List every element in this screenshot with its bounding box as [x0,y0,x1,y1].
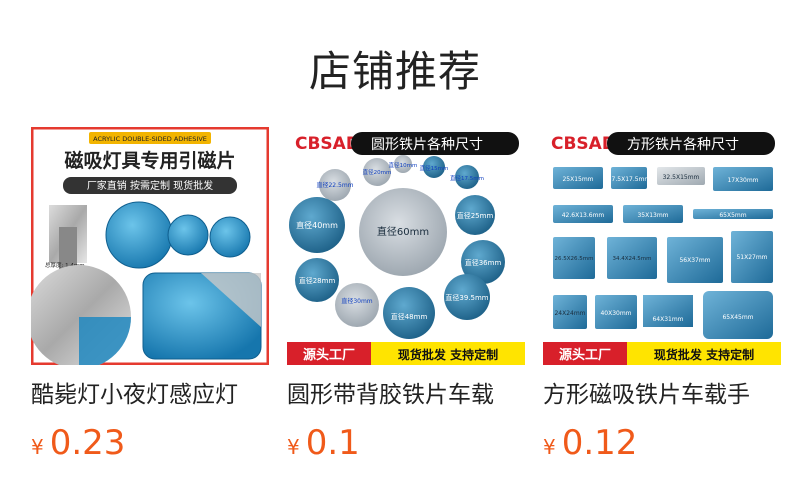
product-image[interactable]: CBSAD 方形铁片各种尺寸 25X15mm 17.5X17.5 [543,127,781,365]
footer-factory: 源头工厂 [303,347,355,363]
product-name[interactable]: 酷毙灯小夜灯感应灯 [31,382,238,408]
price-value: 0.12 [561,423,638,463]
size-label: 直径48mm [391,312,428,321]
image-headline: 圆形铁片各种尺寸 [371,137,483,153]
product-name[interactable]: 圆形带背胶铁片车载 [287,382,494,408]
product-card[interactable]: CBSAD 方形铁片各种尺寸 25X15mm 17.5X17.5 [543,127,781,463]
product-card[interactable]: CBSAD 圆形铁片各种尺寸 直径10mm 直径15mm 直径17.5mm [287,127,525,463]
size-label: 51X27mm [736,254,767,261]
footer-slogan: 现货批发 支持定制 [398,347,498,362]
size-label: 24X24mm [554,310,585,317]
footer-slogan: 现货批发 支持定制 [654,347,754,362]
image-headline: 磁吸灯具专用引磁片 [64,149,235,172]
size-label: 40X30mm [600,310,631,317]
image-subline: 厂家直销 按需定制 现货批发 [87,179,213,192]
size-label: 17.5X17.5mm [608,176,651,183]
currency-symbol: ¥ [543,435,556,459]
size-label: 26.5X26.5mm [555,256,594,262]
size-label: 25X15mm [562,176,593,183]
size-label: 直径60mm [377,225,429,238]
size-label: 直径39.5mm [445,293,488,302]
banner-text: ACRYLIC DOUBLE-SIDED ADHESIVE [93,135,207,143]
size-label: 直径22.5mm [316,181,353,189]
product-price: ¥0.23 [31,423,269,463]
size-label: 直径40mm [296,220,338,230]
size-label: 17X30mm [727,177,758,184]
product-price: ¥0.12 [543,423,781,463]
brand-logo: CBSAD [551,134,616,154]
size-label: 65X5mm [719,212,746,219]
price-value: 0.1 [305,423,360,463]
currency-symbol: ¥ [31,435,44,459]
size-label: 56X37mm [679,257,710,264]
product-price: ¥0.1 [287,423,525,463]
image-headline: 方形铁片各种尺寸 [627,137,739,153]
size-label: 直径28mm [299,276,336,285]
product-image[interactable]: CBSAD 圆形铁片各种尺寸 直径10mm 直径15mm 直径17.5mm [287,127,525,365]
price-value: 0.23 [49,423,126,463]
size-label: 32.5X15mm [663,174,700,181]
size-label: 64X31mm [652,316,683,323]
size-label: 直径15mm [420,164,449,172]
size-label: 直径17.5mm [450,174,484,182]
size-label: 42.6X13.6mm [562,212,605,219]
brand-logo: CBSAD [295,134,360,154]
product-name[interactable]: 方形磁吸铁片车载手 [543,382,750,408]
size-label: 65X45mm [722,314,753,321]
product-card[interactable]: ACRYLIC DOUBLE-SIDED ADHESIVE 磁吸灯具专用引磁片 … [31,127,269,463]
product-image[interactable]: ACRYLIC DOUBLE-SIDED ADHESIVE 磁吸灯具专用引磁片 … [31,127,269,365]
size-label: 直径20mm [363,168,392,176]
size-label: 直径10mm [389,161,418,169]
size-label: 直径36mm [465,258,502,267]
footer-factory: 源头工厂 [559,347,611,363]
size-label: 35X13mm [637,212,668,219]
currency-symbol: ¥ [287,435,300,459]
size-label: 直径30mm [341,297,372,305]
section-title: 店铺推荐 [308,47,481,96]
size-label: 直径25mm [457,211,494,220]
caliper-label: 总厚度: 1.4mm [45,261,85,269]
size-label: 34.4X24.5mm [613,256,652,262]
